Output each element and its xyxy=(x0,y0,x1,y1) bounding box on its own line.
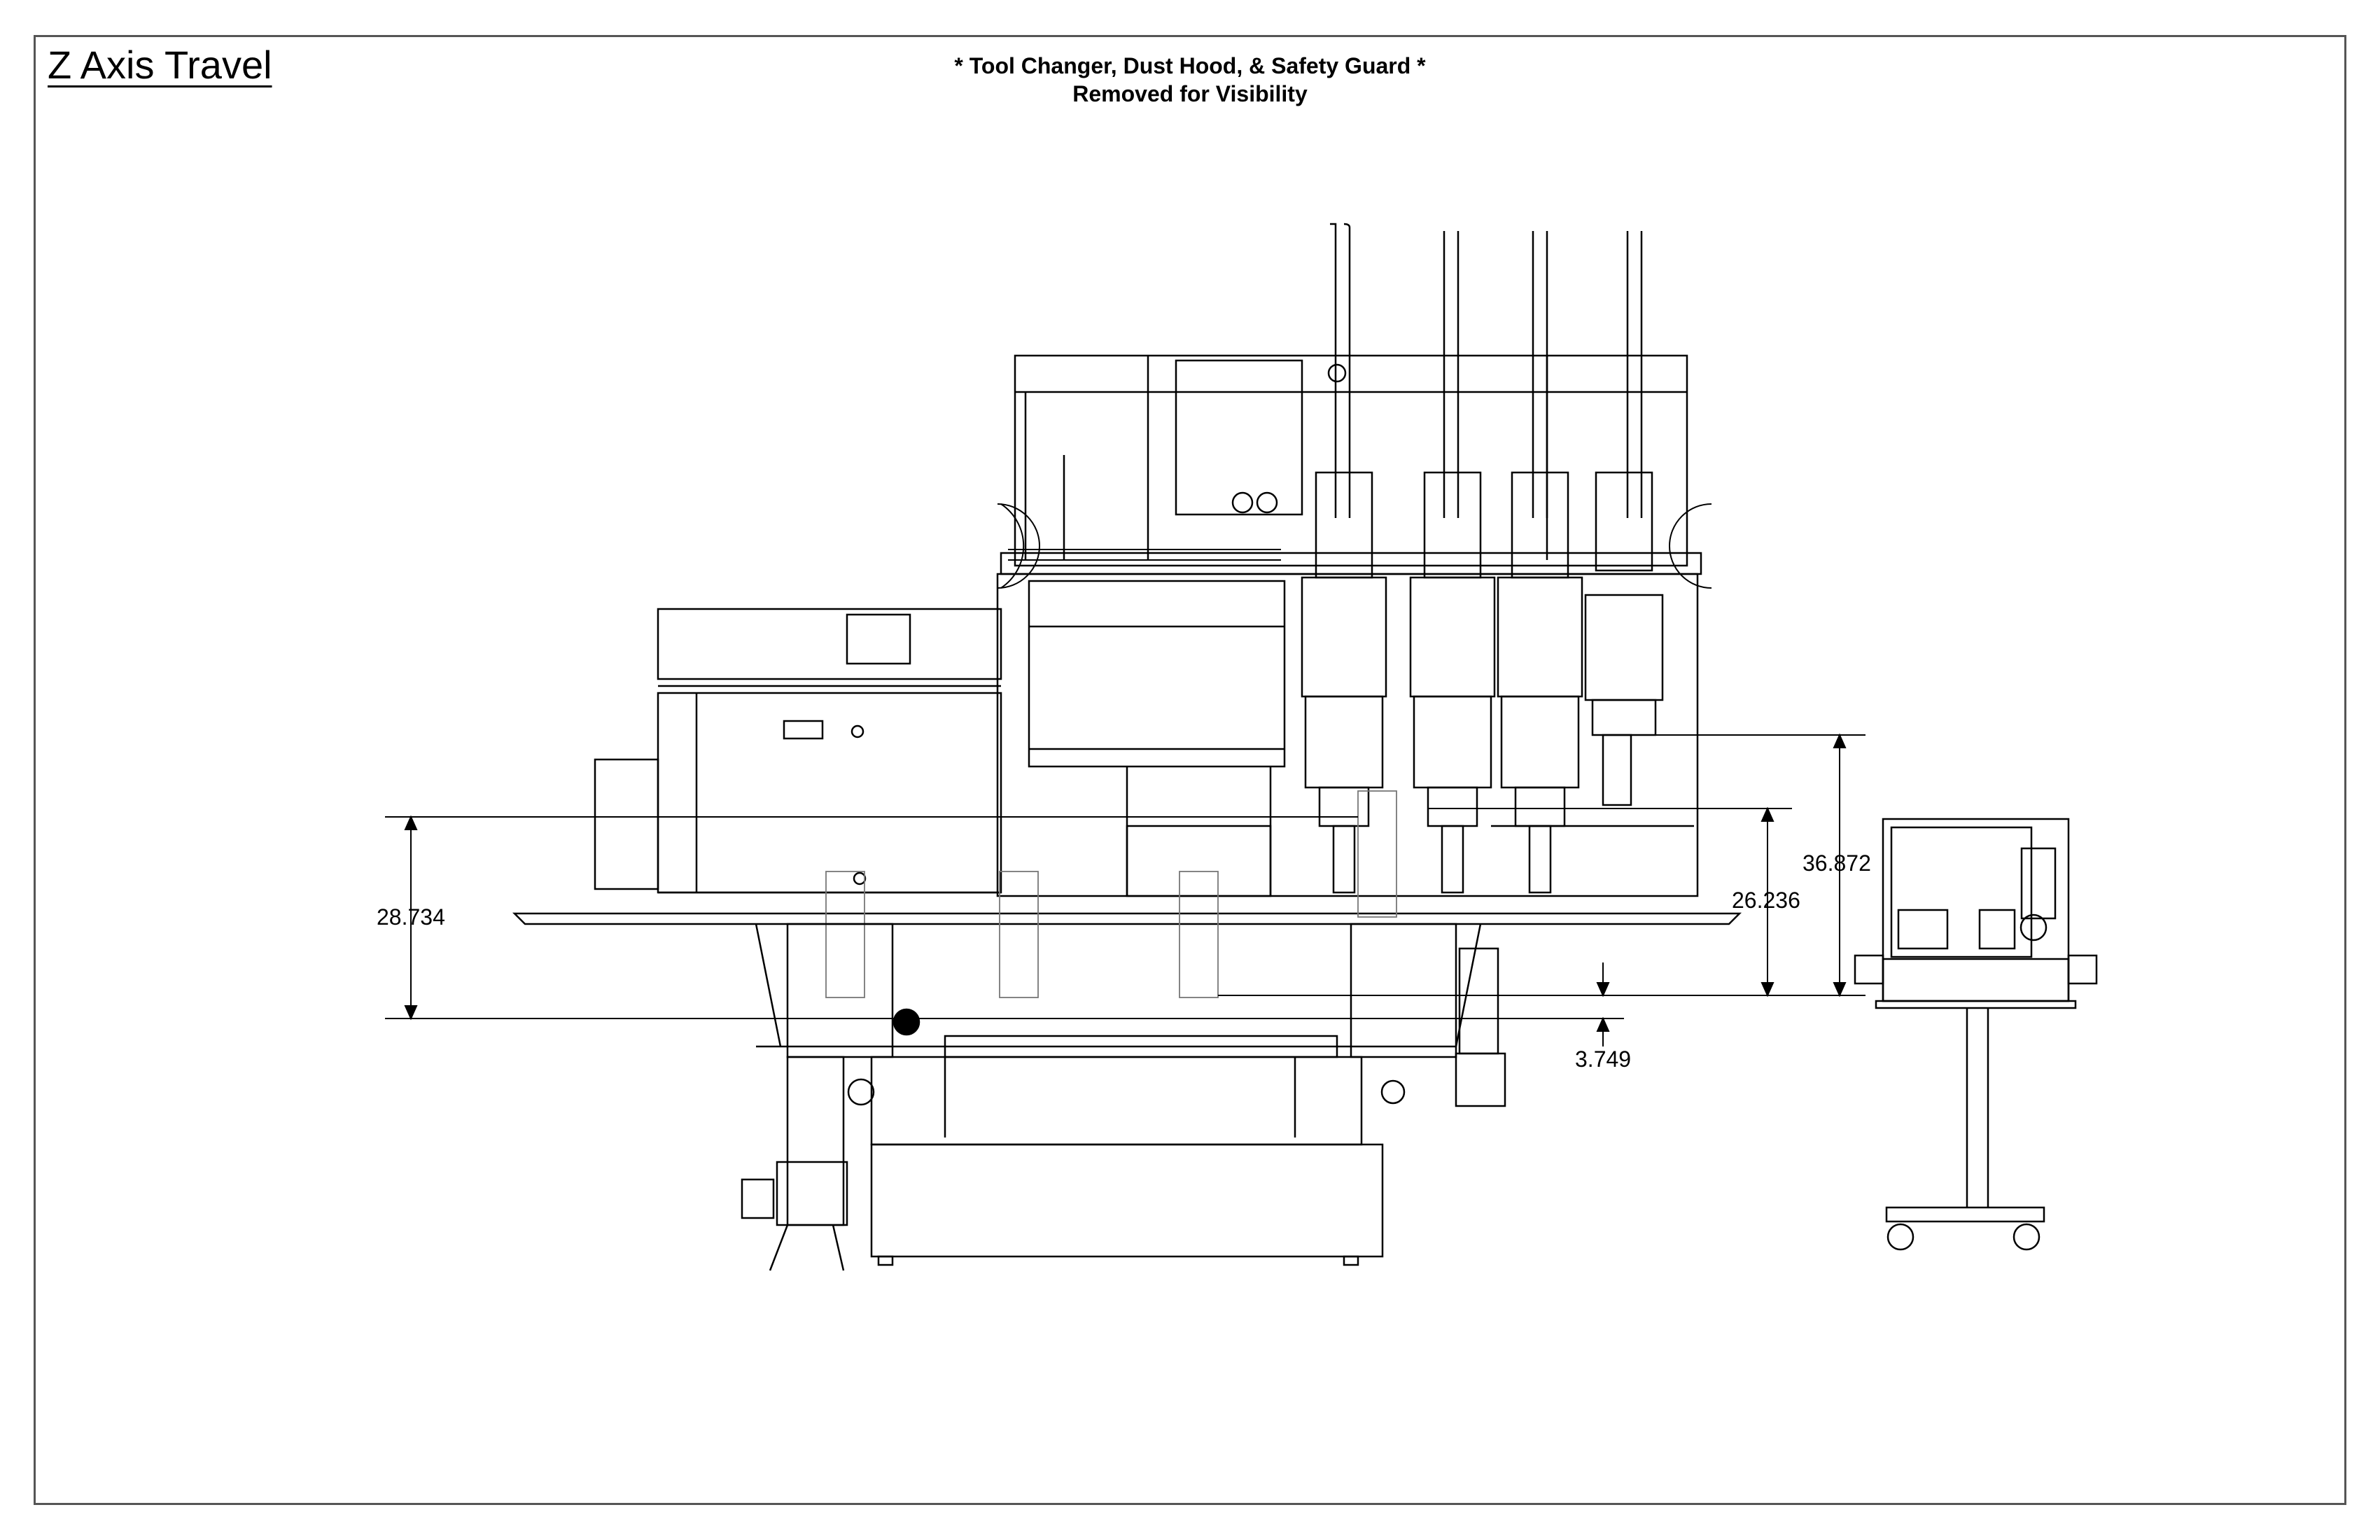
table-top xyxy=(512,912,1742,1047)
dimension-lines xyxy=(385,733,1865,1046)
visibility-note: * Tool Changer, Dust Hood, & Safety Guar… xyxy=(798,52,1582,108)
drawing-border xyxy=(34,35,2346,1505)
drawing-title: Z Axis Travel xyxy=(48,43,272,87)
x-axis-beam xyxy=(594,608,1002,894)
dimension-28-734: 28.734 xyxy=(377,904,445,930)
spindle-head-3 xyxy=(1497,231,1583,894)
dimension-36-872: 36.872 xyxy=(1802,850,1871,876)
base-frame xyxy=(756,923,1457,1266)
cable-carriers xyxy=(997,503,1712,589)
spindle-head-2 xyxy=(1409,231,1496,894)
dimension-26-236: 26.236 xyxy=(1732,888,1800,913)
ghosted-tool-positions xyxy=(825,790,1397,998)
right-motor xyxy=(1380,947,1506,1107)
spindle-head-1 xyxy=(1301,223,1387,894)
left-leg-assembly xyxy=(741,1056,875,1271)
spindle-head-4 xyxy=(1584,231,1664,806)
spindle-heads xyxy=(1301,223,1664,894)
dimension-3-749: 3.749 xyxy=(1575,1046,1632,1072)
visibility-note-line-1: * Tool Changer, Dust Hood, & Safety Guar… xyxy=(954,53,1426,78)
visibility-note-line-2: Removed for Visibility xyxy=(1072,81,1308,106)
control-pendant xyxy=(1854,818,2098,1251)
